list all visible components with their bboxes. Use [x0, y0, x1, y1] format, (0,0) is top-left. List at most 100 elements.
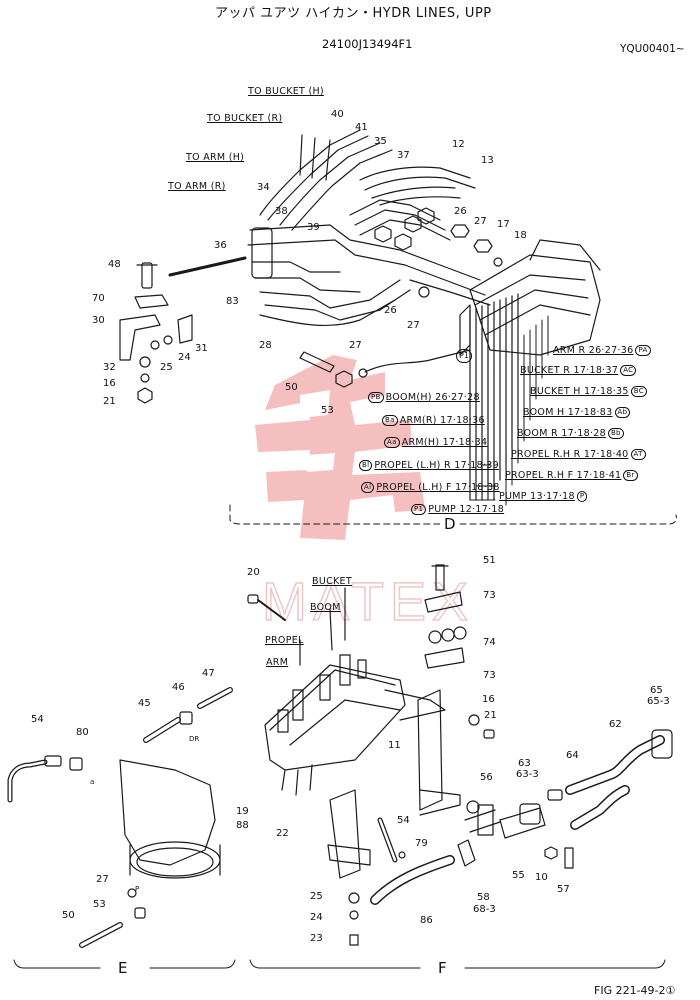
part-number-callout: 22: [276, 828, 289, 839]
valve-section-label: BUCKET: [312, 576, 352, 587]
circuit-label-text: PROPEL R.H R 17·18·40: [511, 449, 629, 460]
port-marker: Br: [623, 470, 638, 481]
port-marker: AC: [620, 365, 637, 376]
part-number-callout: 40: [331, 109, 344, 120]
part-number-callout: 10: [535, 872, 548, 883]
section-d-bracket: [229, 504, 677, 525]
part-number-callout: 58: [477, 892, 490, 903]
part-number-callout: 62: [609, 719, 622, 730]
bottom-left-motor: [7, 687, 233, 948]
port-marker: BC: [630, 386, 647, 397]
part-number-callout: 51: [483, 555, 496, 566]
section-label-e: E: [118, 959, 128, 977]
part-number-callout: 64: [566, 750, 579, 761]
part-number-callout: 26: [454, 206, 467, 217]
circuit-label-text: BOOM R 17·18·28: [517, 428, 606, 439]
part-number-callout: 27: [96, 874, 109, 885]
part-number-callout: 27: [407, 320, 420, 331]
part-number-callout: 53: [321, 405, 334, 416]
pilot-marker: P1: [456, 349, 472, 363]
circuit-label-text: ARM R 26·27·36: [553, 345, 634, 356]
part-number-callout: 45: [138, 698, 151, 709]
top-hose-bundle: [168, 129, 503, 327]
port-marker: Ba: [382, 415, 398, 426]
part-number-callout: 63-3: [516, 769, 539, 780]
circuit-label-text: BUCKET H 17·18·35: [530, 386, 629, 397]
part-number-callout: 74: [483, 637, 496, 648]
part-number-callout: 50: [62, 910, 75, 921]
part-number-callout: 73: [483, 670, 496, 681]
page-title: アッパ ユアツ ハイカン・HYDR LINES, UPP: [215, 6, 492, 21]
part-number-callout: 24: [178, 352, 191, 363]
part-number-callout: 88: [236, 820, 249, 831]
part-number-callout: 25: [160, 362, 173, 373]
watermark-logo-shape: [255, 355, 425, 540]
port-marker: Al: [361, 482, 375, 493]
part-number-callout: 63: [518, 758, 531, 769]
port-marker: P: [576, 491, 588, 502]
port-marker: PA: [635, 345, 651, 356]
port-mark: a: [90, 778, 95, 786]
part-number-callout: 28: [259, 340, 272, 351]
circuit-label-text: PROPEL (L.H) R 17·18·39: [374, 460, 499, 471]
part-number-callout: 13: [481, 155, 494, 166]
part-number: 24100J13494F1: [322, 37, 413, 51]
part-number-callout: 23: [310, 933, 323, 944]
part-number-callout: 16: [482, 694, 495, 705]
valve-section-label: BOOM: [310, 602, 341, 613]
circuit-label-text: PROPEL R.H F 17·18·41: [505, 470, 622, 481]
part-number-callout: 19: [236, 806, 249, 817]
part-number-callout: 41: [355, 122, 368, 133]
watermark-text: MATEX: [262, 572, 474, 632]
part-number-callout: 50: [285, 382, 298, 393]
hose-destination-label: TO ARM (R): [168, 181, 226, 192]
part-number-callout: 47: [202, 668, 215, 679]
circuit-leaders: [469, 315, 549, 506]
part-number-callout: 27: [349, 340, 362, 351]
bottom-brackets: [327, 564, 495, 879]
port-marker: Bb: [607, 428, 624, 439]
part-number-callout: 37: [397, 150, 410, 161]
bottom-right-lines: [348, 729, 673, 946]
part-number-callout: 80: [76, 727, 89, 738]
top-bracket-parts: [119, 262, 471, 404]
bottom-control-valve: [247, 587, 446, 796]
part-number-callout: 25: [310, 891, 323, 902]
port-mark: P: [135, 885, 140, 893]
part-number-callout: 32: [103, 362, 116, 373]
port-marker: AT: [630, 449, 646, 460]
valve-section-label: PROPEL: [265, 635, 304, 646]
figure-reference: FIG 221-49-2①: [594, 984, 676, 997]
part-number-callout: 35: [374, 136, 387, 147]
part-number-callout: 86: [420, 915, 433, 926]
part-number-callout: 39: [307, 222, 320, 233]
part-number-callout: 20: [247, 567, 260, 578]
part-number-callout: 21: [103, 396, 116, 407]
part-number-callout: 24: [310, 912, 323, 923]
port-marker: Bl: [359, 460, 373, 471]
part-number-callout: 48: [108, 259, 121, 270]
part-number-callout: 57: [557, 884, 570, 895]
part-number-callout: 55: [512, 870, 525, 881]
part-number-callout: 27: [474, 216, 487, 227]
circuit-label-text: PUMP 12·17·18: [428, 504, 505, 515]
port-marker: Aa: [384, 437, 400, 448]
part-number-callout: 79: [415, 838, 428, 849]
circuit-label-text: ARM(H) 17·18·34: [401, 437, 488, 448]
port-marker: P1: [411, 504, 427, 515]
circuit-label-text: BUCKET R 17·18·37: [520, 365, 619, 376]
part-number-callout: 31: [195, 343, 208, 354]
part-number-callout: 11: [388, 740, 401, 751]
hose-destination-label: TO BUCKET (H): [248, 86, 324, 97]
